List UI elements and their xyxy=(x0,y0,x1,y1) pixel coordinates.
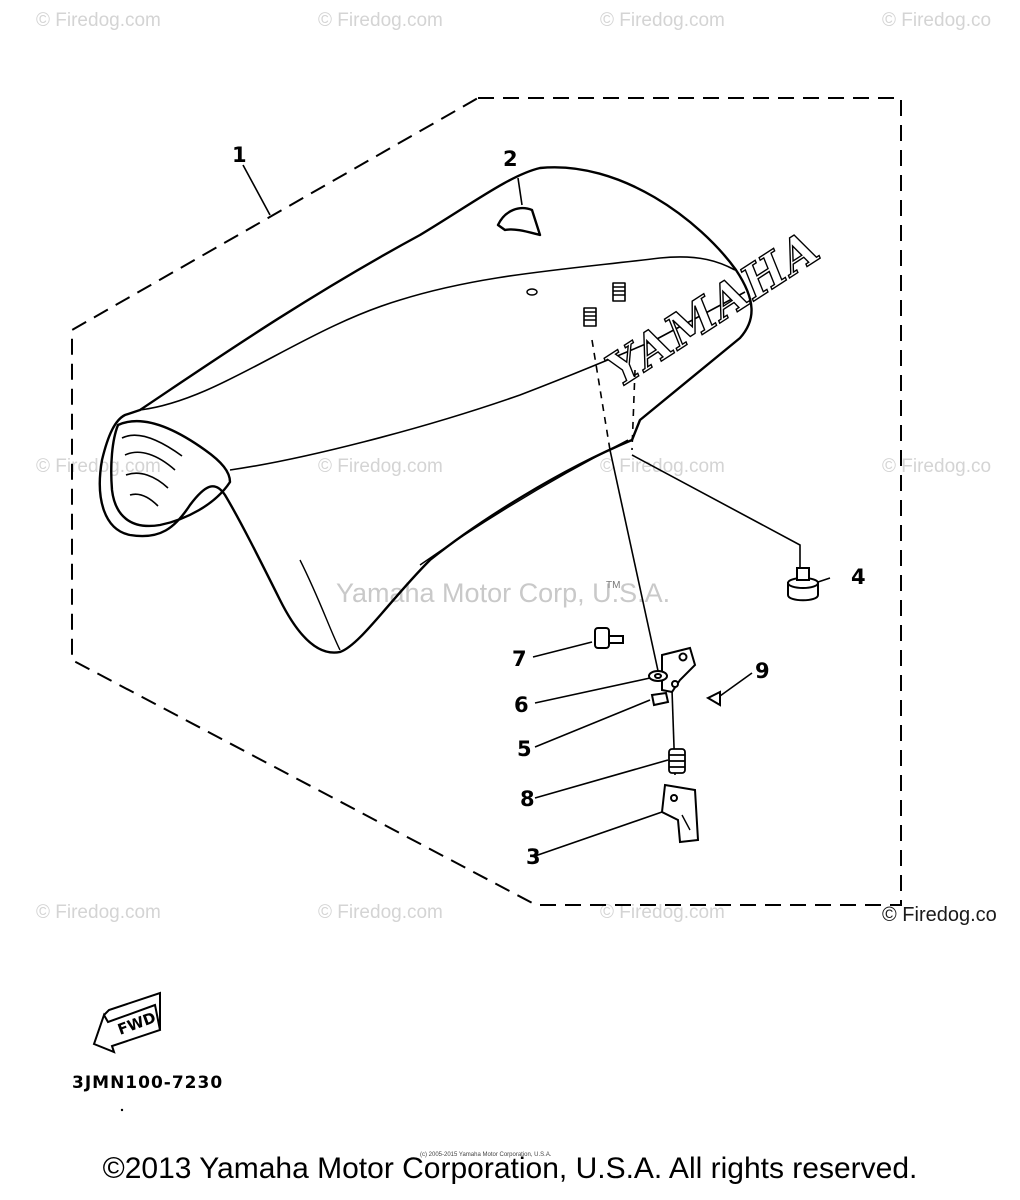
fwd-arrow-icon xyxy=(92,991,162,1054)
callout-9: 9 xyxy=(755,659,770,683)
watermark: © Firedog.com xyxy=(36,902,161,923)
watermark: © Firedog.com xyxy=(318,902,443,923)
copyright-line: ©2013 Yamaha Motor Corporation, U.S.A. A… xyxy=(102,1152,918,1185)
callout-7: 7 xyxy=(512,647,527,671)
watermark: © Firedog.com xyxy=(318,456,443,477)
lock-bracket xyxy=(661,646,697,694)
bolt xyxy=(594,627,624,649)
callout-3: 3 xyxy=(526,845,541,869)
watermark: © Firedog.com xyxy=(600,902,725,923)
watermark: © Firedog.co xyxy=(882,456,992,477)
tm-mark: TM xyxy=(606,580,620,591)
callout-1: 1 xyxy=(232,143,247,167)
assembly-boundary xyxy=(71,97,902,906)
assembly-guide-lines xyxy=(591,339,801,776)
nut xyxy=(650,691,670,707)
clip xyxy=(705,690,721,707)
callout-4: 4 xyxy=(851,565,866,589)
callout-8: 8 xyxy=(520,787,535,811)
spring xyxy=(668,748,686,774)
seat-illustration xyxy=(98,166,753,654)
rubber-damper xyxy=(787,567,819,602)
small-copyright-notice: (c) 2005-2015 Yamaha Motor Corporation, … xyxy=(420,1152,552,1158)
leader-lines xyxy=(242,164,831,857)
watermark: © Firedog.com xyxy=(318,10,443,31)
washer xyxy=(648,670,668,682)
watermark: © Firedog.com xyxy=(600,10,725,31)
part-number-code: 3JMN100-7230 xyxy=(72,1073,224,1093)
watermark: © Firedog.co xyxy=(882,10,992,31)
watermark: © Firedog.com xyxy=(600,456,725,477)
watermark: © Firedog.com xyxy=(36,10,161,31)
watermark: © Firedog.co xyxy=(882,904,997,926)
callout-2: 2 xyxy=(503,147,518,171)
callout-6: 6 xyxy=(514,693,529,717)
callout-5: 5 xyxy=(517,737,532,761)
latch-plate xyxy=(660,783,700,844)
seat-brand-logo: YAMAHA xyxy=(597,219,831,397)
watermark: © Firedog.com xyxy=(36,456,161,477)
